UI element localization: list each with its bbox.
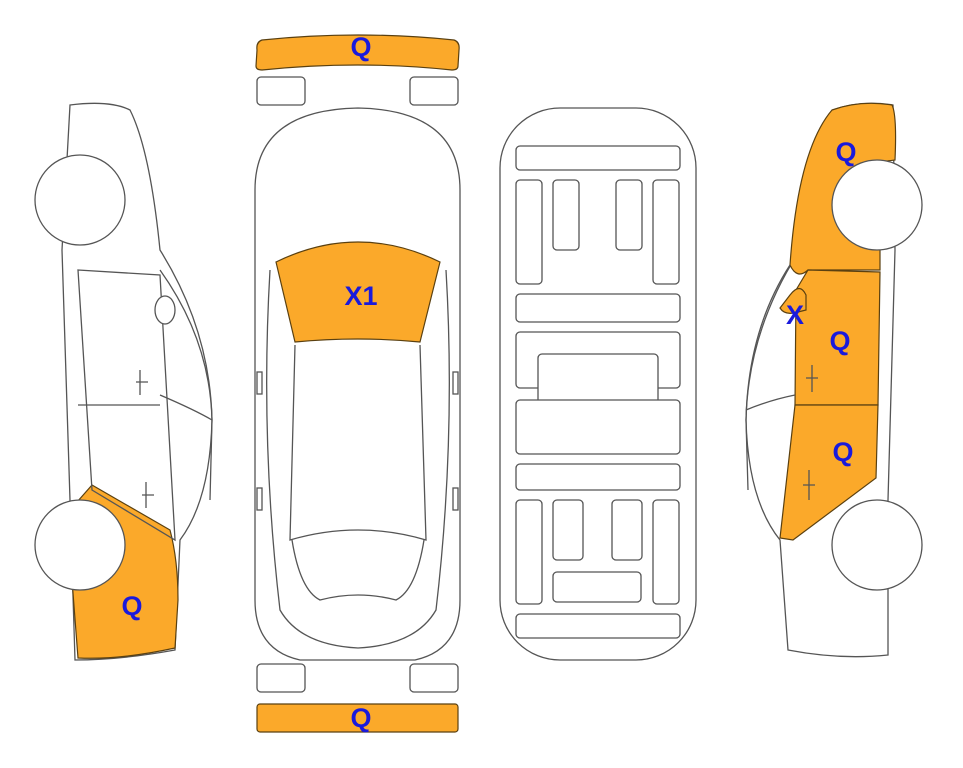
right-rear-wheel	[831, 499, 923, 591]
rear-bumper-damaged[interactable]	[256, 703, 459, 733]
left-handle	[256, 487, 263, 511]
front-bumper-damaged[interactable]	[255, 34, 460, 71]
right-side-view: Q Q Q X	[745, 102, 923, 658]
windshield-code: X1	[344, 281, 377, 311]
left-side-view: Q	[34, 102, 213, 661]
left-rear-wheel	[34, 499, 126, 591]
right-mirror	[452, 371, 459, 395]
right-a-pillar-code: X	[786, 300, 804, 330]
front-left-headlight	[256, 76, 306, 106]
car-body-top	[254, 107, 461, 661]
rear-left-taillight	[256, 663, 306, 693]
left-mirror	[154, 295, 176, 325]
right-a-pillar-damaged[interactable]	[779, 287, 807, 314]
right-rear-door-damaged[interactable]	[779, 404, 879, 541]
front-bumper-code: Q	[350, 32, 371, 62]
right-rear-door-code: Q	[832, 437, 853, 467]
left-rear-quarter-code: Q	[121, 591, 142, 621]
underside-view	[499, 107, 697, 661]
right-handle	[452, 487, 459, 511]
right-front-door-code: Q	[829, 326, 850, 356]
front-right-headlight	[409, 76, 459, 106]
rear-right-taillight	[409, 663, 459, 693]
left-front-wheel	[34, 154, 126, 246]
windshield-damaged[interactable]	[275, 241, 441, 343]
rear-bumper-code: Q	[350, 703, 371, 733]
left-mirror	[256, 371, 263, 395]
top-view: Q X1 Q	[254, 32, 461, 733]
right-front-wheel	[831, 159, 923, 251]
right-front-fender-code: Q	[835, 137, 856, 167]
